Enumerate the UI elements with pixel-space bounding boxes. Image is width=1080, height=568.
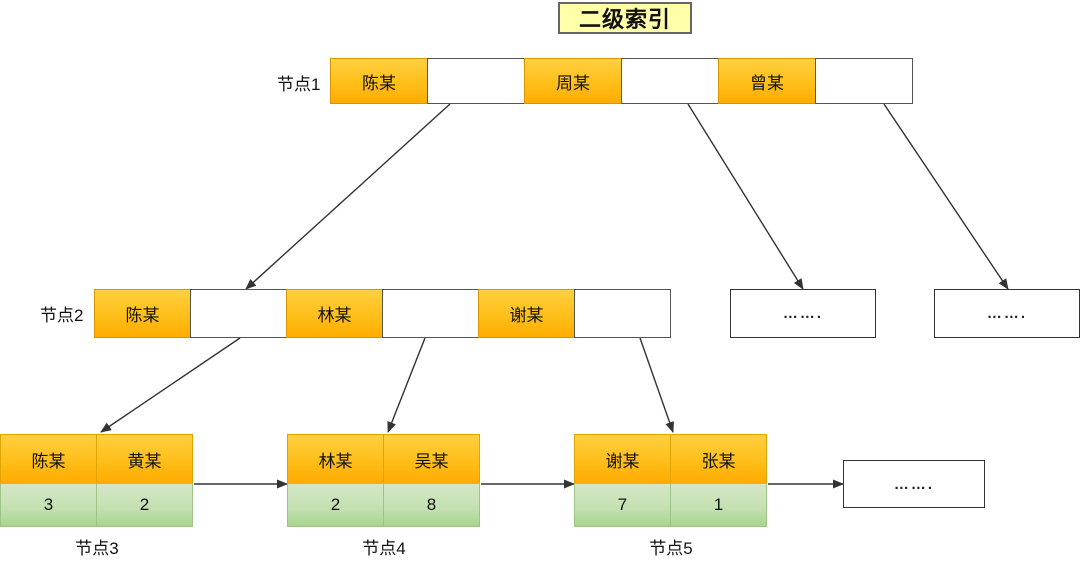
node2-pointer-2[interactable]: [382, 289, 479, 338]
node2-key-3[interactable]: 谢某: [478, 289, 575, 338]
node2-pointer-1[interactable]: [190, 289, 287, 338]
leaf3-caption: 节点3: [75, 539, 119, 558]
leaf3-key-row: 陈某 黄某: [0, 434, 194, 484]
leaf-node-4: 林某 吴某 2 8 节点4: [287, 434, 481, 558]
arrow-n1p1-to-n2: [245, 103, 451, 290]
leaf3-value-1[interactable]: 3: [0, 483, 97, 527]
node2-key-2[interactable]: 林某: [286, 289, 383, 338]
arrow-n2p1-to-leaf3: [100, 337, 241, 433]
leaf-tail-wrap: …….: [843, 460, 985, 508]
leaf5-value-2[interactable]: 1: [670, 483, 767, 527]
leaf4-value-1[interactable]: 2: [287, 483, 384, 527]
node2-row: 陈某 林某 谢某: [94, 289, 671, 338]
node1-key-2[interactable]: 周某: [524, 58, 622, 104]
leaf4-value-row: 2 8: [287, 483, 481, 527]
page-title: 二级索引: [558, 2, 692, 34]
leaf5-key-2[interactable]: 张某: [670, 434, 767, 484]
leaf5-key-row: 谢某 张某: [574, 434, 768, 484]
node2-ellipsis-box-2-wrap: …….: [934, 289, 1080, 338]
leaf5-key-1[interactable]: 谢某: [574, 434, 671, 484]
leaf-node-5: 谢某 张某 7 1 节点5: [574, 434, 768, 558]
leaf3-value-2[interactable]: 2: [96, 483, 193, 527]
arrow-n1p2-to-ellipsis1: [687, 103, 804, 290]
leaf5-caption: 节点5: [649, 539, 693, 558]
node1-pointer-2[interactable]: [621, 58, 719, 104]
node2-ellipsis-box-1-wrap: …….: [730, 289, 876, 338]
ellipsis-box-1[interactable]: …….: [730, 289, 876, 338]
leaf-tail-ellipsis-box[interactable]: …….: [843, 460, 985, 508]
arrow-n2p2-to-leaf4: [387, 337, 426, 433]
node2-key-1[interactable]: 陈某: [94, 289, 191, 338]
leaf5-value-row: 7 1: [574, 483, 768, 527]
leaf4-key-row: 林某 吴某: [287, 434, 481, 484]
node1-label: 节点1: [277, 75, 321, 94]
leaf3-value-row: 3 2: [0, 483, 194, 527]
arrow-n2p3-to-leaf5: [639, 337, 674, 433]
leaf4-key-1[interactable]: 林某: [287, 434, 384, 484]
node1-pointer-3[interactable]: [815, 58, 913, 104]
leaf4-value-2[interactable]: 8: [383, 483, 480, 527]
ellipsis-box-2[interactable]: …….: [934, 289, 1080, 338]
leaf4-caption: 节点4: [362, 539, 406, 558]
leaf4-key-2[interactable]: 吴某: [383, 434, 480, 484]
arrow-n1p3-to-ellipsis2: [883, 103, 1009, 290]
leaf3-key-2[interactable]: 黄某: [96, 434, 193, 484]
node2-pointer-3[interactable]: [574, 289, 671, 338]
node2-label: 节点2: [40, 306, 84, 325]
node1-key-1[interactable]: 陈某: [330, 58, 428, 104]
leaf5-value-1[interactable]: 7: [574, 483, 671, 527]
node1-pointer-1[interactable]: [427, 58, 525, 104]
node1-row: 陈某 周某 曾某: [330, 58, 913, 104]
leaf3-key-1[interactable]: 陈某: [0, 434, 97, 484]
leaf-node-3: 陈某 黄某 3 2 节点3: [0, 434, 194, 558]
node1-key-3[interactable]: 曾某: [718, 58, 816, 104]
